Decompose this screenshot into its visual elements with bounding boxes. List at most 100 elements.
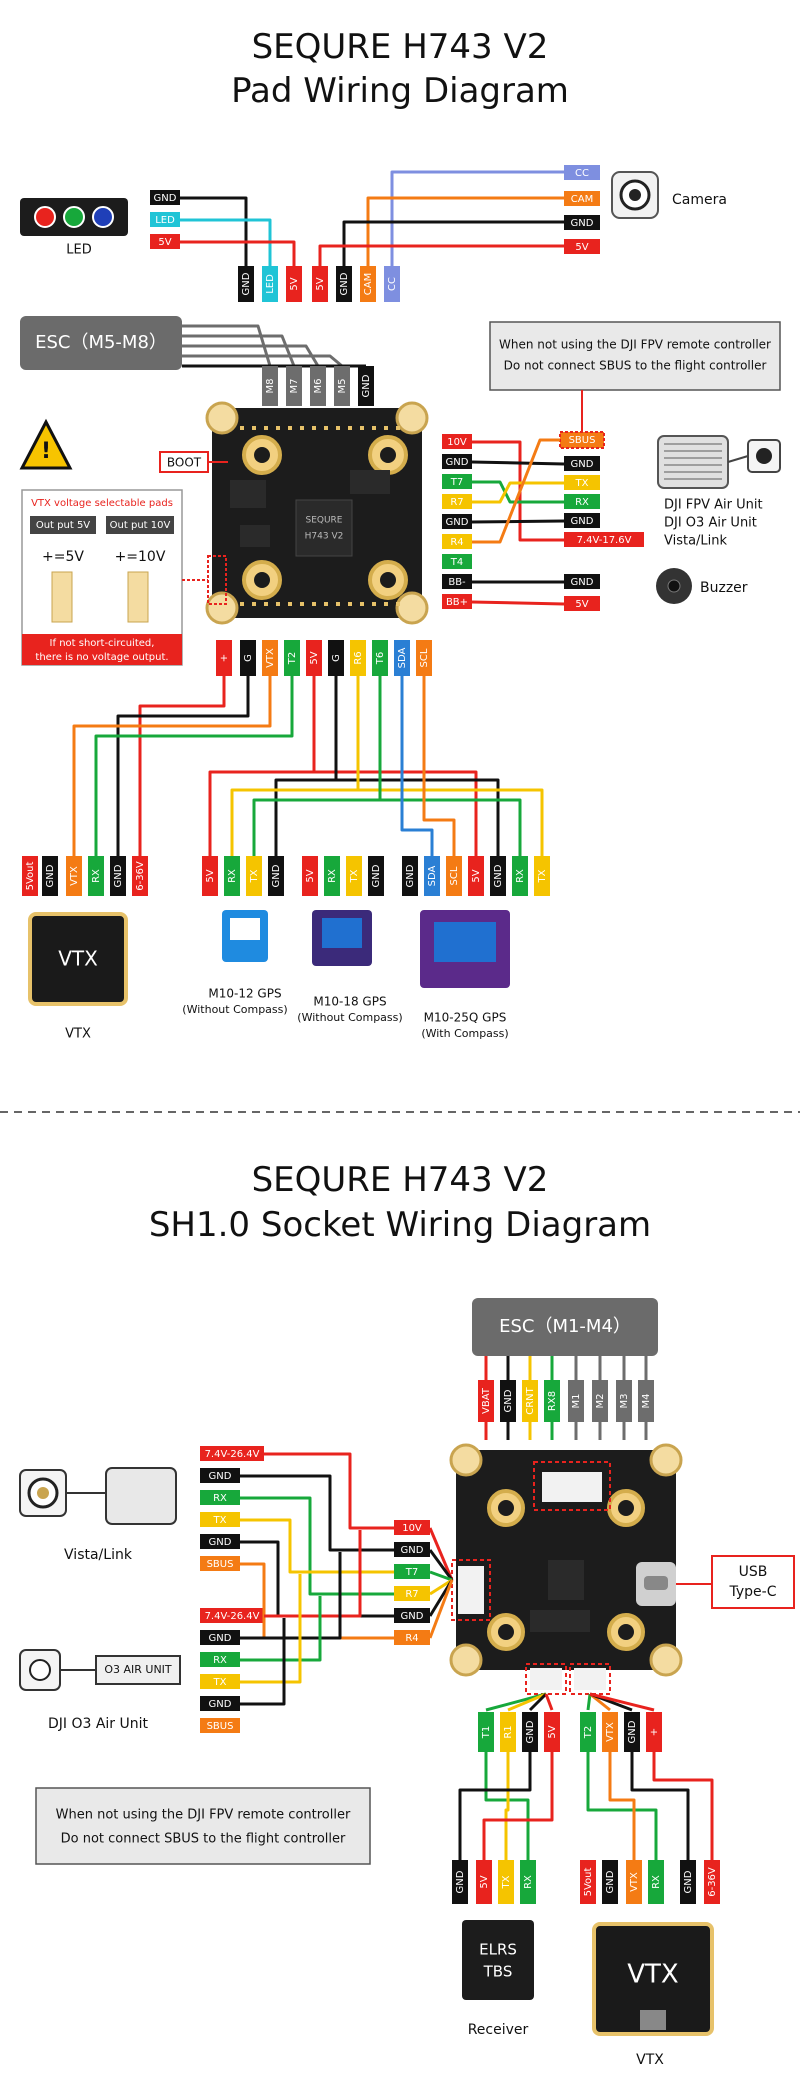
vtx-pin	[88, 856, 104, 896]
bottom-pad-tag	[216, 640, 232, 676]
dji-pin-sbus-text: SBUS	[569, 435, 596, 446]
gps-wire-sda	[400, 676, 434, 856]
dji-wire-gnd2	[471, 519, 565, 524]
led-wire-5v	[180, 240, 296, 266]
right-pad-tag-text: 10V	[447, 437, 467, 448]
led-light	[34, 206, 56, 228]
chip-text-brand: SEQURE	[305, 516, 342, 526]
dji-label-vista: Vista/Link	[664, 534, 728, 549]
rx-bottom-pin-text: GND	[455, 1870, 466, 1893]
led-pin	[150, 234, 180, 249]
vtx-bottom-pin-text: 6-36V	[707, 1867, 718, 1897]
usb-label-line1: USB	[739, 1564, 768, 1580]
gps3-pin-text: RX	[515, 869, 526, 883]
o3-wire-gnd2	[240, 1618, 286, 1706]
o3-wire-gnd	[240, 1552, 342, 1640]
fc-socket-wire	[428, 1527, 454, 1581]
esc-wire	[182, 324, 272, 367]
esc-socket-pin-text: RX8	[547, 1391, 558, 1411]
bottom-pad-tag	[284, 640, 300, 676]
dji-pin-power	[564, 532, 644, 547]
esc-socket-pin-text: VBAT	[481, 1387, 492, 1414]
top-pad-tag-text: GND	[241, 272, 252, 295]
o3-pin	[200, 1696, 240, 1711]
board-corner-mount	[649, 1443, 683, 1477]
receiver-module-line1: ELRS	[479, 1941, 517, 1959]
gps-wire-r6-b	[358, 788, 544, 856]
vtx-voltage-header: VTX voltage selectable pads	[31, 498, 173, 509]
vtx-wire-vtx	[608, 1752, 636, 1860]
o3-pin	[200, 1674, 240, 1689]
esc-wire	[182, 354, 343, 368]
vtx-pin	[110, 856, 126, 896]
right-pad-tag	[442, 514, 472, 529]
right-pad-tag	[442, 554, 472, 569]
esc-m5-m8-label: ESC（M5-M8）	[35, 332, 167, 353]
esc-m1-m4-box	[472, 1298, 658, 1356]
vista-wire-sbus	[240, 1562, 394, 1640]
bottom-pad-tag-text: T2	[287, 652, 298, 665]
board-mount-inner	[618, 1500, 634, 1516]
vtx-socket-wire	[586, 1693, 592, 1711]
bottom-pad-tag-text: T6	[375, 652, 386, 665]
output-10v-tab-text: Out put 10V	[110, 520, 171, 531]
dji-pin	[564, 475, 600, 490]
vtx-bottom-pin	[648, 1860, 664, 1904]
vtx-top-pin-text: T2	[583, 1726, 594, 1739]
board-mount-inner	[618, 1624, 634, 1640]
dji-pin	[564, 513, 600, 528]
bottom-pad-tag	[394, 640, 410, 676]
pad-10v	[127, 571, 149, 623]
vtx-bottom-pin-text: GND	[605, 1870, 616, 1893]
fc-socket-wire	[429, 1578, 453, 1596]
vtx-top-pin	[646, 1712, 662, 1752]
output-5v-tab	[30, 516, 96, 534]
gps3-pin	[512, 856, 528, 896]
esc-socket-pin	[638, 1380, 654, 1422]
bottom-pad-tag-text: SCL	[419, 648, 430, 667]
mcu-chip	[295, 499, 353, 557]
board-pad-dot	[324, 602, 328, 606]
esc-wire	[182, 344, 320, 367]
board-pad-dot	[288, 426, 292, 430]
vtx-bottom-pin-text: GND	[683, 1870, 694, 1893]
dji-camera-lens	[756, 448, 772, 464]
vtx-wire-power	[652, 1752, 714, 1860]
gps3-pin	[490, 856, 506, 896]
rx-top-pin	[478, 1712, 494, 1752]
rx-top-pin-text: T1	[481, 1726, 492, 1739]
gps2-antenna	[322, 918, 362, 948]
buzzer-wire-5v	[471, 600, 565, 606]
vtx-wire-vtx	[72, 676, 272, 856]
bottom-pad-tag	[328, 640, 344, 676]
sbus-note-line2: Do not connect SBUS to the flight contro…	[504, 359, 767, 373]
top-pad-tag	[262, 266, 278, 302]
receiver-label: Receiver	[468, 2022, 529, 2038]
right-pad-tag-text: R4	[450, 537, 463, 548]
gps3-sublabel: (With Compass)	[421, 1027, 508, 1040]
vista-pin	[200, 1490, 240, 1505]
board-pad-dot	[384, 602, 388, 606]
gps1-pin-text: RX	[227, 869, 238, 883]
gps1-pin-text: GND	[271, 864, 282, 887]
buzzer-pin-text: GND	[571, 577, 594, 588]
right-pad-tag-text: BB+	[446, 597, 468, 608]
gps2-pin	[368, 856, 384, 896]
right-pad-tag	[442, 494, 472, 509]
gps-wire-5v	[208, 676, 316, 856]
vtx-socket	[574, 1668, 606, 1690]
vtx-module-text: VTX	[58, 947, 98, 971]
bottom-pad-tag	[416, 640, 432, 676]
rx-socket-wire	[544, 1693, 554, 1711]
bottom-pad-tag-text: SDA	[397, 647, 408, 668]
top-pad-tag-text: 5V	[315, 277, 326, 290]
socket-sbus-note-line1: When not using the DJI FPV remote contro…	[56, 1808, 351, 1823]
esc-socket-pin	[616, 1380, 632, 1422]
board-mount-inner	[254, 447, 270, 463]
socket-vtx-module-text: VTX	[627, 1960, 678, 1990]
buzzer-pin	[564, 574, 600, 589]
right-pad-tag-text: T7	[450, 477, 463, 488]
esc-socket-pin-text: M2	[595, 1394, 606, 1409]
bottom-pad-tag	[372, 640, 388, 676]
buzzer-center	[667, 579, 681, 593]
